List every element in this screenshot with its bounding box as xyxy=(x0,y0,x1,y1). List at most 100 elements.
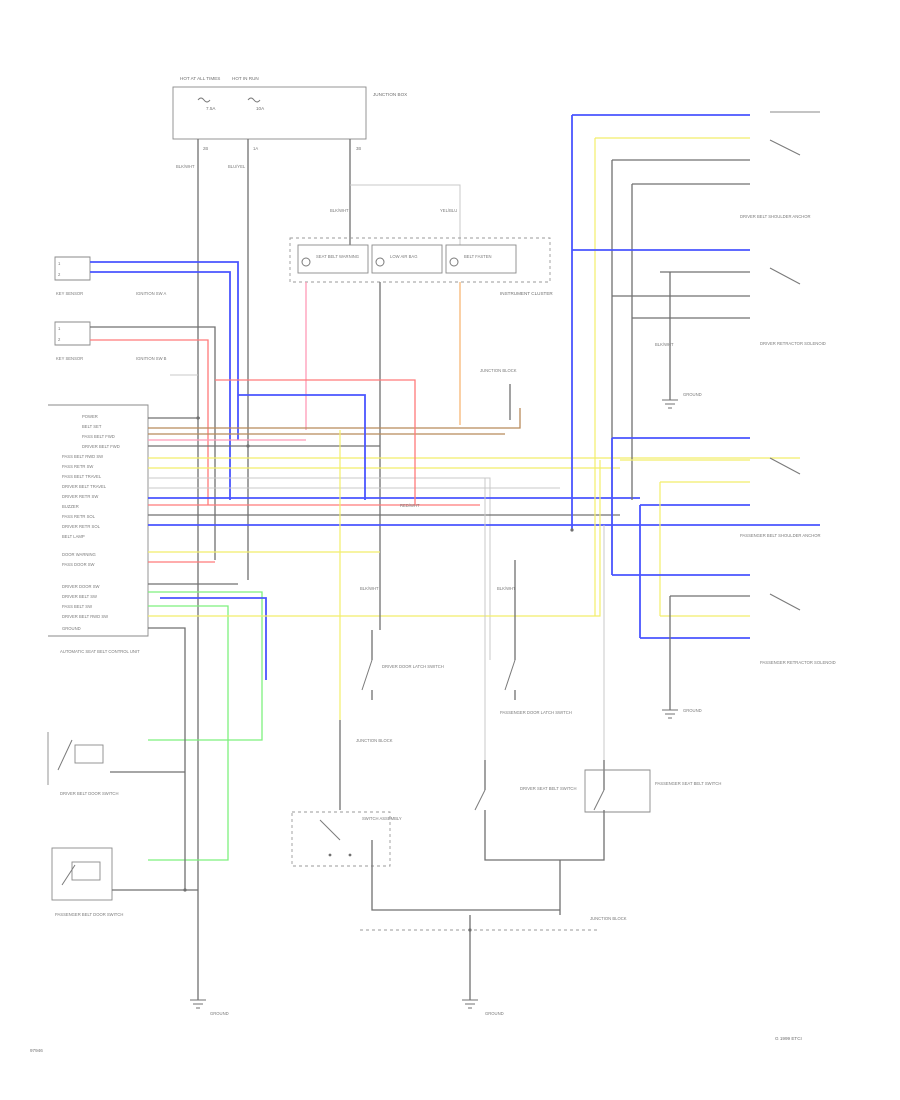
key-sensor-b-label: KEY SENSOR xyxy=(56,356,83,361)
pin-13: DOOR WARNING xyxy=(62,552,96,557)
driver-solenoid-label: DRIVER RETRACTOR SOLENOID xyxy=(760,341,826,346)
passenger-door-latch-label: PASSENGER DOOR LATCH SWITCH xyxy=(500,710,572,715)
pin-5: PASS RETR SW xyxy=(62,464,93,469)
anchor-switch-1 xyxy=(769,139,801,156)
pin-2: PASS BELT FWD xyxy=(82,434,115,439)
fuse-left-header: HOT AT ALL TIMES xyxy=(180,76,220,81)
svg-text:1: 1 xyxy=(58,326,61,331)
ignition-connector-b: 1 2 KEY SENSOR IGNITION SW B xyxy=(54,321,167,361)
junction-block-label-2: JUNCTION BLOCK xyxy=(590,916,627,921)
footer-left: 97946 xyxy=(30,1048,43,1053)
ignition-connector-a: 1 2 KEY SENSOR IGNITION SW A xyxy=(54,256,166,296)
passenger-solenoid-label: PASSENGER RETRACTOR SOLENOID xyxy=(760,660,836,665)
lamp-mid-label: LOW AIR BAG xyxy=(390,254,417,259)
anchor-switch-3 xyxy=(769,457,801,475)
driver-door-latch: DRIVER DOOR LATCH SWITCH xyxy=(361,630,444,700)
ignition-a-label: IGNITION SW A xyxy=(136,291,166,296)
junction-dot-1 xyxy=(196,416,200,420)
fuse-block-title: JUNCTION BOX xyxy=(373,92,407,97)
junction-dot-3 xyxy=(570,528,574,532)
wire-ign-a-1 xyxy=(90,261,239,440)
passenger-door-latch: PASSENGER DOOR LATCH SWITCH xyxy=(500,630,572,715)
wire-red-cross xyxy=(215,379,416,505)
switch-assembly: SWITCH ASSEMBLY xyxy=(291,811,402,867)
lamp-right-label: BELT FASTEN xyxy=(464,254,492,259)
ground-symbol-1 xyxy=(662,399,678,409)
harness-driver-rwd xyxy=(148,605,229,861)
pin-18: DRIVER BELT RWD SW xyxy=(62,614,108,619)
ground-symbol-3 xyxy=(462,999,478,1009)
passenger-solenoid-group: PASSENGER RETRACTOR SOLENOID xyxy=(612,574,836,665)
wire-label-latch-2: BLK/WHT xyxy=(497,586,516,591)
passenger-seat-belt-switch: PASSENGER SEAT BELT SWITCH xyxy=(584,760,721,813)
wire-ign-branch xyxy=(350,184,461,245)
driver-anchor-label: DRIVER BELT SHOULDER ANCHOR xyxy=(740,214,811,219)
wire-ign-b-1 xyxy=(90,326,216,560)
passenger-anchor-label: PASSENGER BELT SHOULDER ANCHOR xyxy=(740,533,821,538)
ground-symbol-2 xyxy=(662,709,678,719)
lamp-mid-icon xyxy=(375,257,385,267)
harness-driver-travel xyxy=(148,477,491,660)
junction-dot-5 xyxy=(183,888,187,892)
wire-label-4: YEL/BLU xyxy=(440,208,457,213)
pin-14: PASS DOOR SW xyxy=(62,562,95,567)
pin-16: DRIVER BELT SW xyxy=(62,594,97,599)
ground-label-3: GROUND xyxy=(485,1011,504,1016)
wire-label-latch-1: BLK/WHT xyxy=(360,586,379,591)
fuse-pin-1: 2B xyxy=(203,146,208,151)
fuse-right-symbol xyxy=(247,97,261,103)
passenger-door-switch: PASSENGER BELT DOOR SWITCH xyxy=(51,847,123,917)
pin-19: GROUND xyxy=(62,626,81,631)
pin-15: DRIVER DOOR SW xyxy=(62,584,100,589)
pin-7: DRIVER BELT TRAVEL xyxy=(62,484,107,489)
control-unit-label: AUTOMATIC SEAT BELT CONTROL UNIT xyxy=(60,649,140,654)
harness-belt-set xyxy=(148,408,521,429)
wire-belt-switches xyxy=(484,810,605,861)
svg-text:2: 2 xyxy=(58,272,61,277)
pin-17: PASS BELT SW xyxy=(62,604,92,609)
junction-dot-2 xyxy=(246,444,250,448)
wire-ign-a-2 xyxy=(90,271,231,500)
lamp-left-icon xyxy=(301,257,311,267)
ground-label-2: GROUND xyxy=(683,708,702,713)
driver-door-switch: DRIVER BELT DOOR SWITCH xyxy=(47,732,118,796)
pin-1: BELT SET xyxy=(82,424,102,429)
instrument-cluster: SEAT BELT WARNING LOW AIR BAG BELT FASTE… xyxy=(289,237,553,296)
ground-label-4: GROUND xyxy=(210,1011,229,1016)
lamp-right-icon xyxy=(449,257,459,267)
junction-note: JUNCTION BLOCK xyxy=(480,368,517,373)
pin-6: PASS BELT TRAVEL xyxy=(62,474,102,479)
footer-right: G 1999 ETCI xyxy=(775,1036,802,1041)
instrument-cluster-label: INSTRUMENT CLUSTER xyxy=(500,291,553,296)
junction-dot-4 xyxy=(468,928,472,932)
harness-ground-2 xyxy=(148,627,186,890)
harness-ground xyxy=(148,460,601,617)
wire-label-sol: BLK/WHT xyxy=(655,342,674,347)
pin-8: DRIVER RETR SW xyxy=(62,494,98,499)
pin-9: BUZZER xyxy=(62,504,79,509)
passenger-seat-belt-label: PASSENGER SEAT BELT SWITCH xyxy=(655,781,721,786)
wire-label-2: BLU/YEL xyxy=(228,164,246,169)
ignition-b-label: IGNITION SW B xyxy=(136,356,167,361)
junction-block-label-1: JUNCTION BLOCK xyxy=(356,738,393,743)
fuse-right-rating: 10A xyxy=(256,106,265,111)
passenger-door-switch-label: PASSENGER BELT DOOR SWITCH xyxy=(55,912,123,917)
driver-anchor-group: DRIVER BELT SHOULDER ANCHOR xyxy=(572,111,820,219)
wire-switch-to-gnd xyxy=(371,840,560,911)
fuse-pin-3: 3B xyxy=(356,146,361,151)
key-sensor-a-label: KEY SENSOR xyxy=(56,291,83,296)
wire-label-red: RED/WHT xyxy=(400,503,420,508)
passenger-anchor-group: PASSENGER BELT SHOULDER ANCHOR xyxy=(612,437,821,538)
fuse-pin-2: 1A xyxy=(253,146,258,151)
switch-assembly-label: SWITCH ASSEMBLY xyxy=(362,816,402,821)
driver-seat-belt-switch: DRIVER SEAT BELT SWITCH xyxy=(474,760,576,811)
driver-seat-belt-label: DRIVER SEAT BELT SWITCH xyxy=(520,786,576,791)
pin-10: PASS RETR SOL xyxy=(62,514,96,519)
ground-label-1: GROUND xyxy=(683,392,702,397)
fuse-right-header: HOT IN RUN xyxy=(232,76,259,81)
driver-door-latch-label: DRIVER DOOR LATCH SWITCH xyxy=(382,664,444,669)
harness-pass-belt-sw xyxy=(160,597,267,680)
svg-text:1: 1 xyxy=(58,261,61,266)
wire-label-3: BLK/WHT xyxy=(330,208,349,213)
